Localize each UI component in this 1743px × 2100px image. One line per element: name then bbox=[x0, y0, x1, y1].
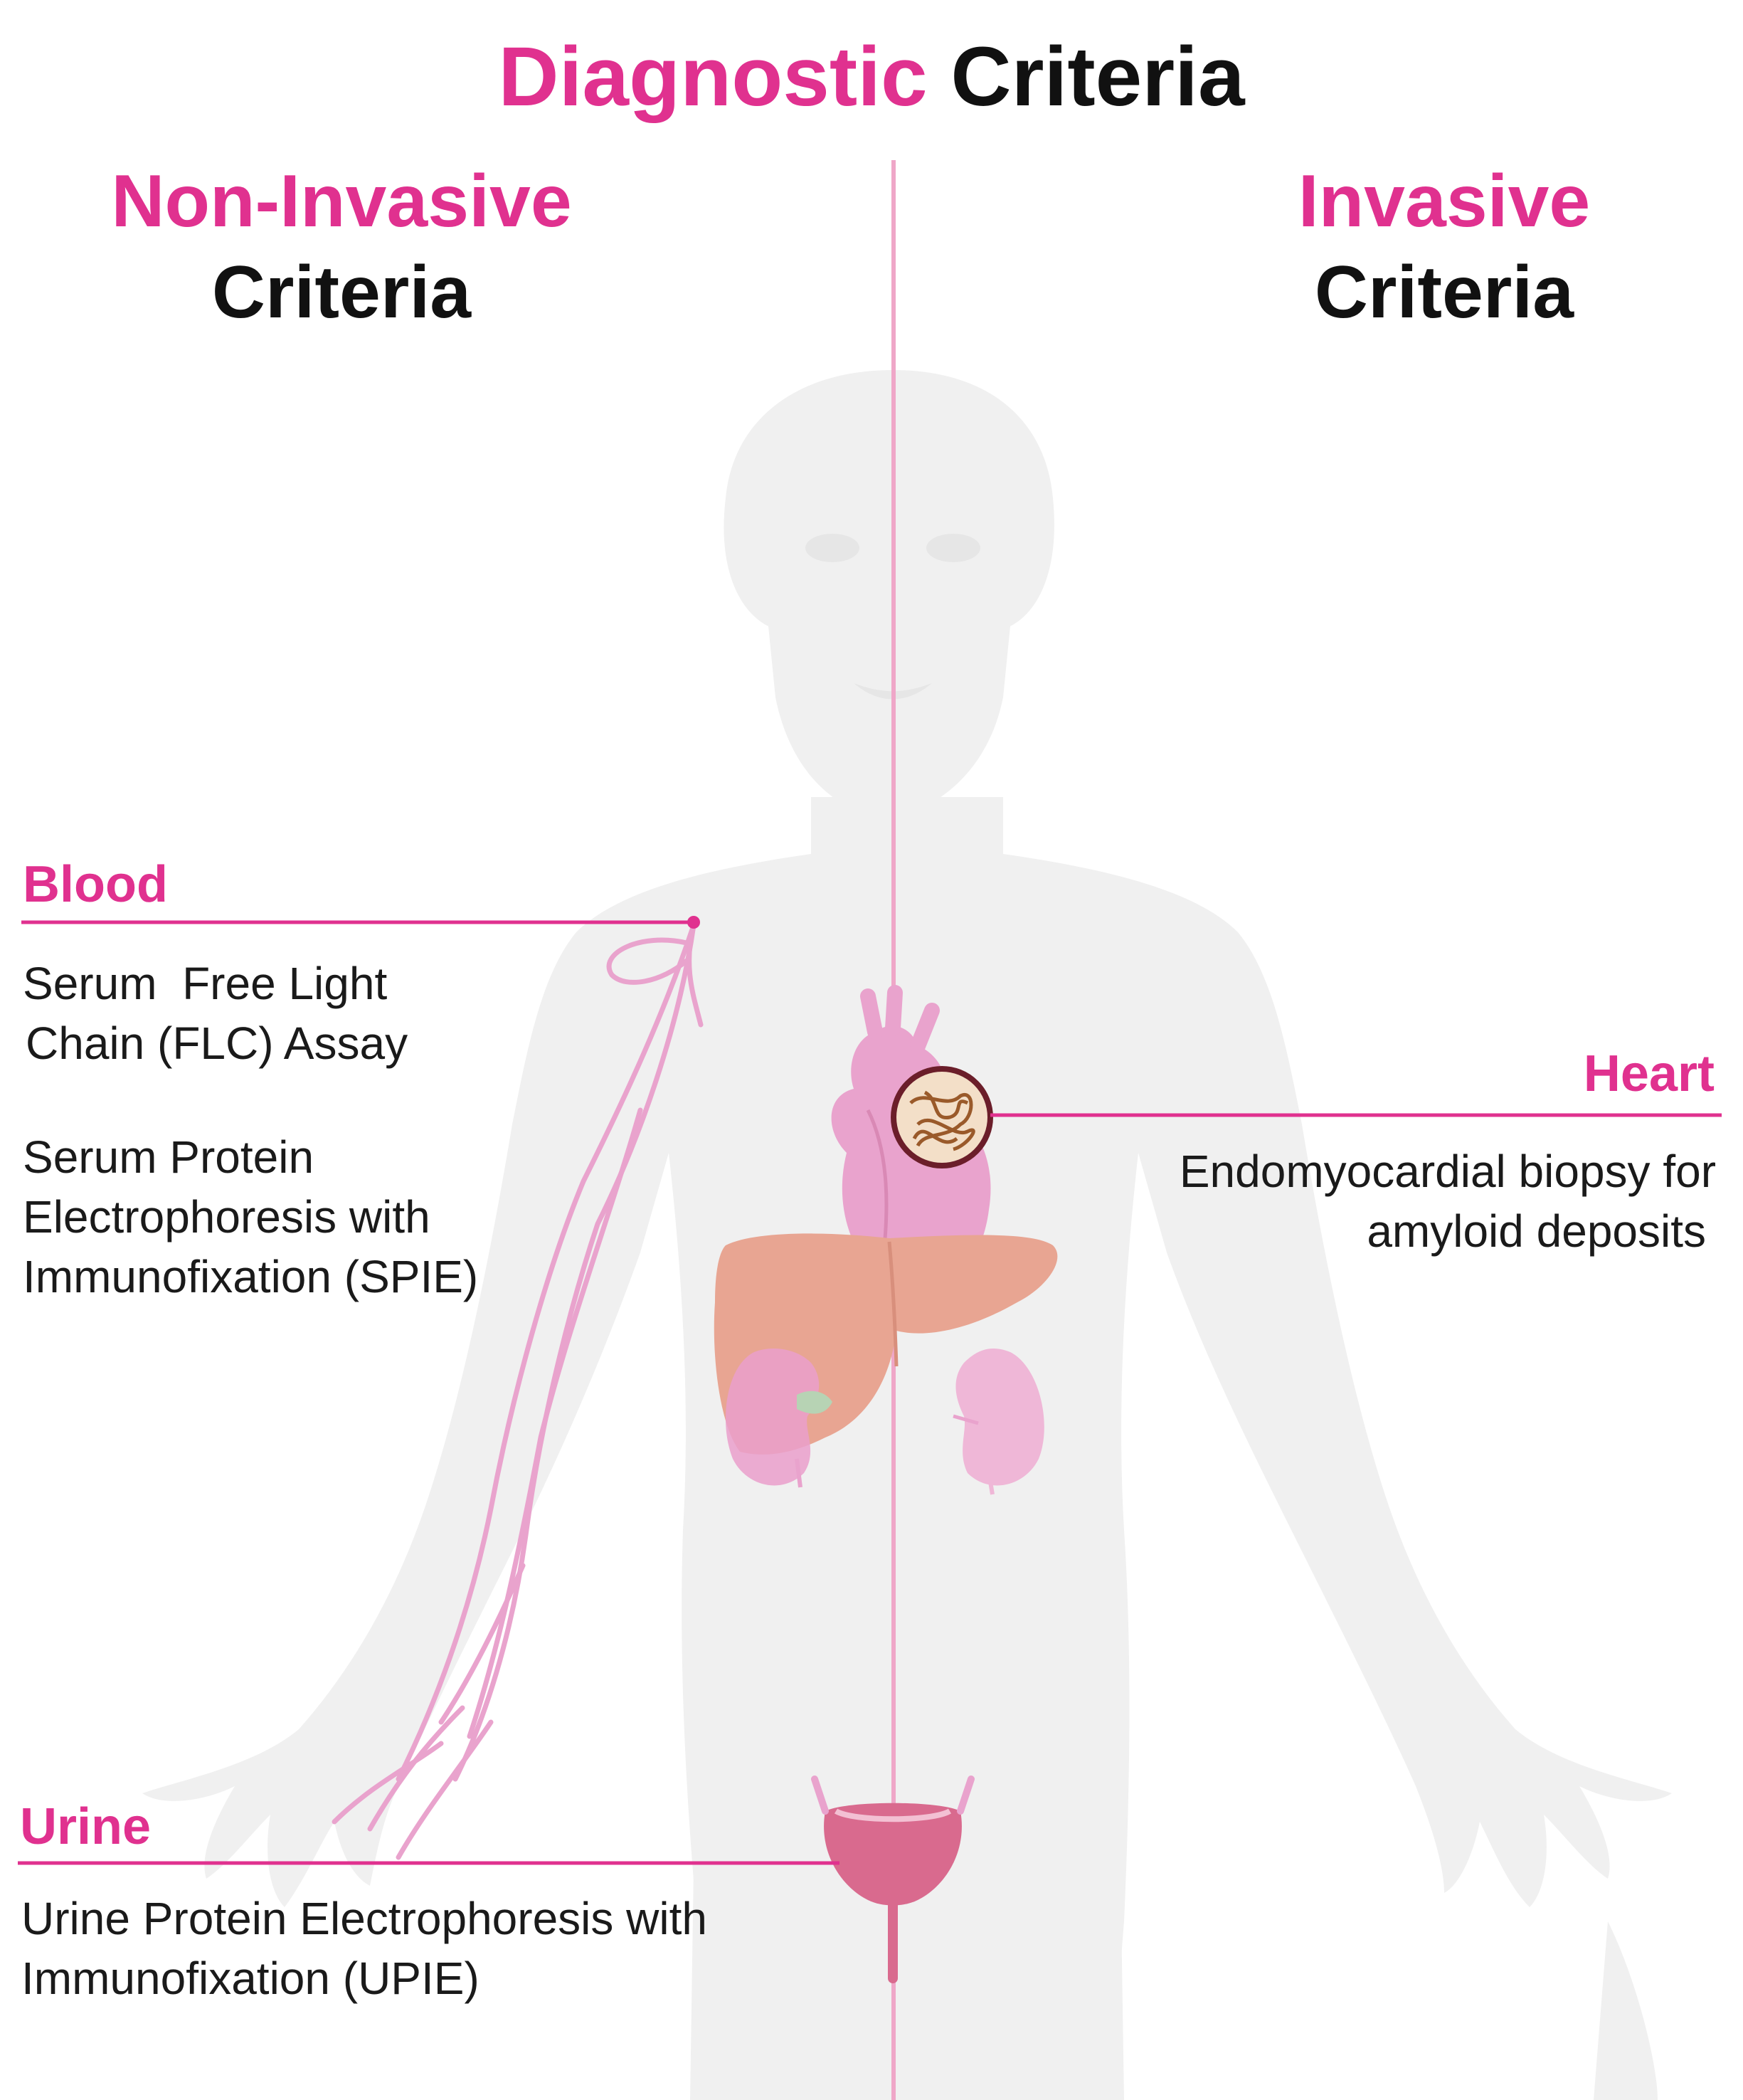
kidney-right bbox=[953, 1349, 1044, 1495]
right-header-line-2: Criteria bbox=[1314, 251, 1574, 334]
left-header-line-1: Non-Invasive bbox=[111, 160, 572, 243]
blood-test-1-line-2: Chain (FLC) Assay bbox=[26, 1018, 408, 1069]
bladder-organ bbox=[811, 1775, 975, 1983]
biopsy-sample bbox=[891, 1066, 993, 1168]
arm-veins bbox=[332, 922, 704, 1860]
body-silhouette bbox=[142, 370, 1672, 2100]
urine-test-line-1: Urine Protein Electrophoresis with bbox=[21, 1893, 707, 1944]
urine-label: Urine bbox=[20, 1798, 152, 1855]
title-part-1: Diagnostic bbox=[498, 30, 928, 124]
left-header-line-2: Criteria bbox=[211, 251, 472, 334]
blood-test-2-line-1: Serum Protein bbox=[23, 1131, 314, 1183]
urine-test-line-2: Immunofixation (UPIE) bbox=[21, 1953, 480, 2004]
blood-test-2-line-3: Immunofixation (SPIE) bbox=[23, 1251, 479, 1302]
heart-test-line-1: Endomyocardial biopsy for bbox=[1179, 1146, 1716, 1197]
right-header-line-1: Invasive bbox=[1298, 160, 1591, 243]
title-part-2: Criteria bbox=[950, 30, 1245, 124]
kidney-left bbox=[726, 1349, 832, 1488]
heart-label: Heart bbox=[1583, 1045, 1715, 1102]
heart-organ bbox=[831, 985, 991, 1292]
diagram-title: Diagnostic Criteria bbox=[0, 27, 1743, 127]
blood-label: Blood bbox=[23, 856, 168, 913]
heart-test-line-2: amyloid deposits bbox=[1367, 1205, 1706, 1257]
blood-test-2-line-2: Electrophoresis with bbox=[23, 1191, 430, 1242]
blood-test-1-line-1: Serum Free Light bbox=[23, 958, 388, 1009]
